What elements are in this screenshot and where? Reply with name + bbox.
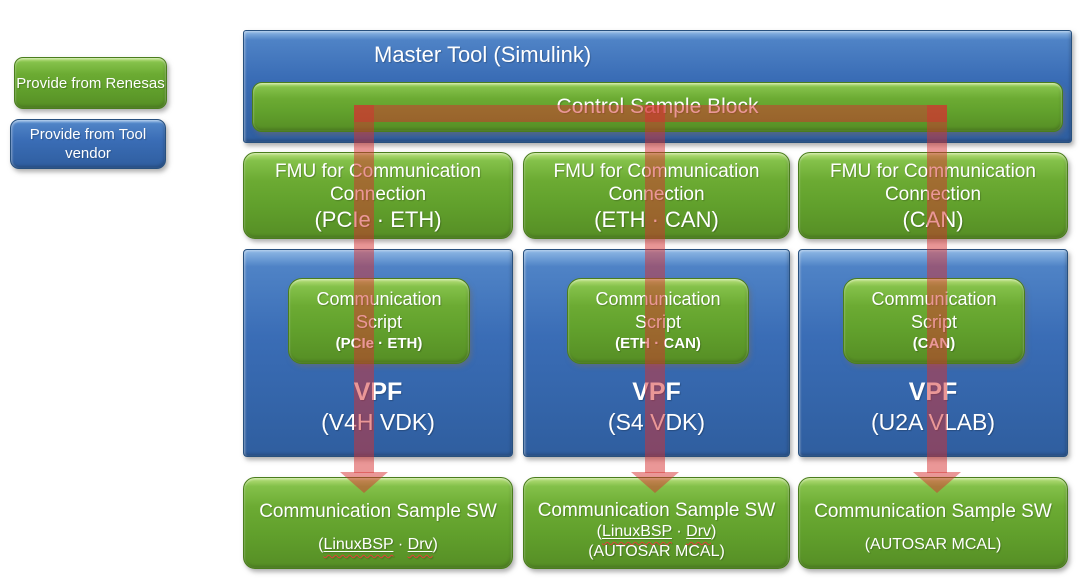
fmu-line: (CAN) [902, 207, 964, 232]
paren: ( [596, 523, 602, 540]
vpf-title: VPF [353, 378, 403, 406]
script-line: (CAN) [912, 335, 956, 352]
vpf-box-u2a-vlab: Communication Script (CAN) VPF (U2A VLAB… [798, 249, 1068, 457]
vpf-box-s4-vdk: Communication Script (ETH · CAN) VPF (S4… [523, 249, 790, 457]
fmu-line: FMU for Communication [553, 161, 760, 182]
fmu-line: Connection [329, 184, 427, 205]
misspelled-word: LinuxBSP [601, 523, 672, 540]
misspelled-word: Drv [686, 523, 712, 540]
script-line: (PCIe · ETH) [335, 335, 423, 352]
legend-tool-vendor-label: Provide from Tool vendor [29, 126, 147, 162]
fmu-line: Connection [884, 184, 982, 205]
fmu-box-eth-can: FMU for Communication Connection (ETH · … [523, 152, 790, 239]
communication-script-box-3: Communication Script (CAN) [843, 278, 1025, 364]
communication-script-box-2: Communication Script (ETH · CAN) [567, 278, 749, 364]
paren: ( [318, 536, 324, 553]
sample-sw-box-1: Communication Sample SW (LinuxBSP · Drv) [243, 477, 513, 569]
misspelled-word: Drv [407, 536, 433, 553]
sample-sw-detail: (AUTOSAR MCAL) [864, 536, 1002, 553]
vpf-subtitle: (V4H VDK) [321, 409, 435, 435]
separator-dot: · [671, 523, 687, 540]
legend-tool-vendor-box: Provide from Tool vendor [10, 119, 166, 169]
communication-script-box-1: Communication Script (PCIe · ETH) [288, 278, 470, 364]
paren: ) [711, 523, 717, 540]
vpf-title: VPF [908, 378, 958, 406]
fmu-line: (PCIe · ETH) [314, 207, 442, 232]
sample-sw-box-3: Communication Sample SW (AUTOSAR MCAL) [798, 477, 1068, 569]
script-line: Communication [871, 289, 997, 309]
sample-sw-title: Communication Sample SW [814, 501, 1052, 522]
fmu-line: (ETH · CAN) [594, 207, 719, 232]
control-sample-block: Control Sample Block [252, 82, 1063, 132]
fmu-box-can: FMU for Communication Connection (CAN) [798, 152, 1068, 239]
script-line: Script [910, 312, 957, 332]
script-line: (ETH · CAN) [615, 335, 701, 352]
script-line: Script [355, 312, 402, 332]
separator-dot: · [393, 536, 408, 553]
misspelled-word: LinuxBSP [323, 536, 394, 553]
script-line: Communication [316, 289, 442, 309]
sample-sw-detail: (AUTOSAR MCAL) [588, 543, 725, 560]
sample-sw-box-2: Communication Sample SW (LinuxBSP · Drv)… [523, 477, 790, 569]
legend-renesas-box: Provide from Renesas [14, 57, 167, 109]
fmu-line: FMU for Communication [275, 161, 481, 182]
script-line: Script [634, 312, 681, 332]
fmu-line: FMU for Communication [830, 161, 1036, 182]
sample-sw-detail: (LinuxBSP · Drv) [244, 536, 512, 554]
sample-sw-detail: (LinuxBSP · Drv) [524, 523, 789, 541]
fmu-box-pcie-eth: FMU for Communication Connection (PCIe ·… [243, 152, 513, 239]
fmu-line: Connection [608, 184, 705, 205]
control-sample-block-label: Control Sample Block [556, 95, 759, 118]
sample-sw-title: Communication Sample SW [259, 501, 497, 522]
vpf-box-v4h-vdk: Communication Script (PCIe · ETH) VPF (V… [243, 249, 513, 457]
script-line: Communication [595, 289, 721, 309]
sample-sw-title: Communication Sample SW [537, 500, 776, 521]
legend-renesas-label: Provide from Renesas [16, 74, 165, 92]
vpf-subtitle: (U2A VLAB) [871, 409, 995, 435]
paren: ) [432, 536, 438, 553]
vpf-subtitle: (S4 VDK) [607, 409, 706, 435]
vpf-title: VPF [632, 378, 681, 406]
master-tool-title: Master Tool (Simulink) [374, 42, 592, 67]
